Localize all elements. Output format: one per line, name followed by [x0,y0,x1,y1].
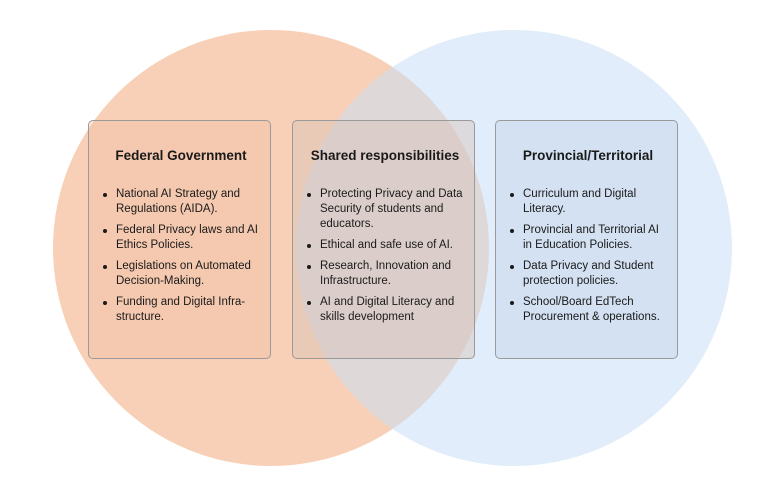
federal-government-box: Federal Government National AI Strategy … [88,120,271,359]
list-item: Federal Privacy laws and AI Ethics Polic… [100,223,262,253]
list-item: National AI Strategy and Regulations (AI… [100,187,262,217]
list-item: Legislations on Automated Decision-Makin… [100,259,262,289]
shared-title: Shared responsibilities [310,148,460,163]
provincial-territorial-box: Provincial/Territorial Curriculum and Di… [495,120,678,359]
shared-list: Protecting Privacy and Data Security of … [304,187,466,325]
list-item: Research, Innovation and Infrastructure. [304,259,466,289]
provincial-title: Provincial/Territorial [522,148,654,163]
list-item: Funding and Digital Infra-structure. [100,295,262,325]
list-item: Protecting Privacy and Data Security of … [304,187,466,232]
list-item: Ethical and safe use of AI. [304,238,466,253]
list-item: Data Privacy and Student protection poli… [507,259,669,289]
list-item: School/Board EdTech Procurement & operat… [507,295,669,325]
list-item: AI and Digital Literacy and skills devel… [304,295,466,325]
list-item: Provincial and Territorial AI in Educati… [507,223,669,253]
list-item: Curriculum and Digital Literacy. [507,187,669,217]
federal-title: Federal Government [115,148,247,163]
shared-responsibilities-box: Shared responsibilities Protecting Priva… [292,120,475,359]
federal-list: National AI Strategy and Regulations (AI… [100,187,262,325]
provincial-list: Curriculum and Digital Literacy. Provinc… [507,187,669,325]
